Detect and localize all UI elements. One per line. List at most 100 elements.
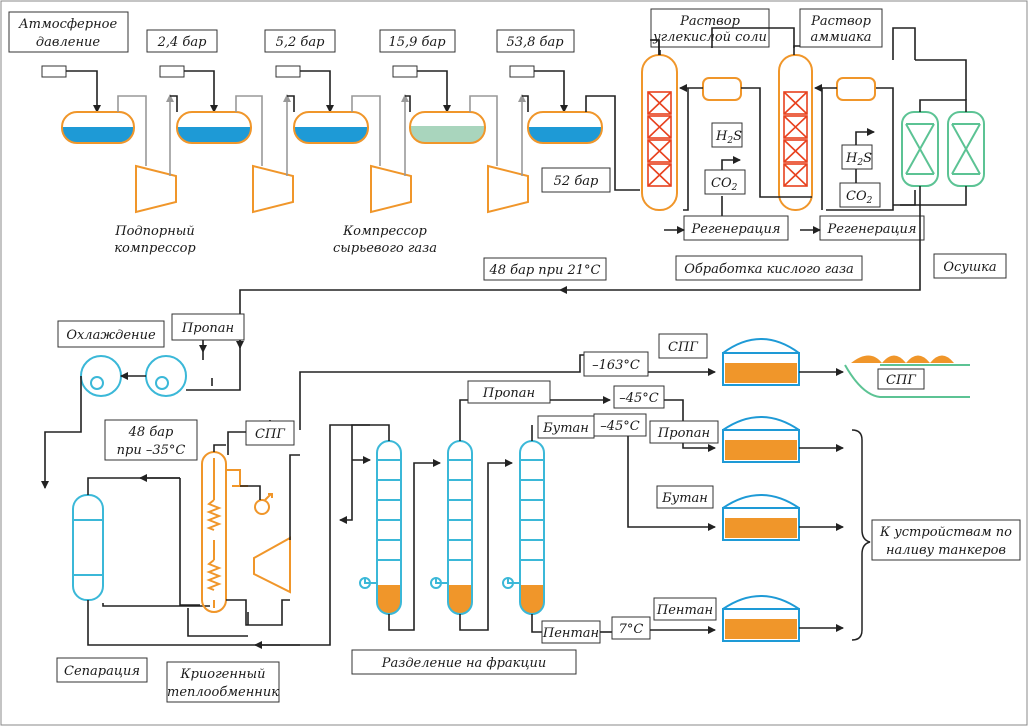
svg-text:Пропан: Пропан [657,426,710,441]
svg-text:теплообменник: теплообменник [167,685,279,700]
lng-ship: СПГ [844,355,970,398]
svg-text:Пропан: Пропан [181,321,234,336]
co2-vent-arrow-1 [721,156,741,170]
drying-label: Осушка [933,253,1007,279]
stage-lines [117,94,640,191]
tanker-brace [851,429,871,641]
separator [72,494,104,601]
solution-tank-2 [836,77,876,101]
propane-tank [722,416,800,463]
p52-box: 52 бар [541,167,611,193]
t45a-box: –45°C [613,385,665,409]
column-1 [359,440,402,615]
absorber-1 [641,39,678,211]
svg-text:углекислой соли: углекислой соли [652,30,767,45]
svg-text:H2S: H2S [715,129,742,146]
booster-label: Подпорный компрессор [114,224,196,256]
svg-text:Регенерация: Регенерация [690,222,780,237]
compressor-1 [135,164,177,214]
svg-text:Криогенный: Криогенный [180,667,266,682]
atm-pressure-label: Атмосферное давление [8,11,129,53]
cooler-2 [145,355,187,397]
svg-text:5,2 бар: 5,2 бар [276,35,325,50]
pentane-bottom-box: Пентан [541,620,601,644]
fractions-label: Разделение на фракции [351,649,577,675]
inlet-tags [41,65,568,113]
svg-text:Компрессор: Компрессор [342,224,427,239]
compressor-2 [252,164,294,214]
column-3 [502,440,545,615]
svg-text:аммиака: аммиака [811,30,872,45]
svg-text:СПГ: СПГ [886,373,916,388]
column-lines [339,399,542,633]
vessel-5 [527,111,603,144]
svg-text:15,9 бар: 15,9 бар [388,35,446,50]
column-2 [430,440,473,615]
pentane-tank-label: Пентан [653,597,717,621]
svg-text:СПГ: СПГ [255,427,285,442]
svg-text:Сепарация: Сепарация [64,664,140,679]
svg-text:48 бар при 21°C: 48 бар при 21°C [488,263,600,278]
svg-text:Подпорный: Подпорный [114,224,194,239]
svg-text:48 бар: 48 бар [128,425,174,440]
dryer-2 [947,111,985,187]
feed-compressor-label: Компрессор сырьевого газа [333,224,437,256]
cond48-box: 48 бар при 21°C [483,257,607,281]
dryer-lines [559,59,967,294]
co2-box-2: CO2 [839,182,881,208]
separation-label: Сепарация [56,657,148,683]
svg-text:давление: давление [36,35,100,50]
svg-text:2,4 бар: 2,4 бар [157,35,207,50]
acid-treatment-label: Обработка кислого газа [675,255,863,281]
svg-text:Бутан: Бутан [542,421,589,436]
svg-text:наливу танкеров: наливу танкеров [886,543,1006,558]
butane-tank [722,494,800,541]
ammonia-label: Раствор аммиака [799,8,883,48]
compressor-4 [487,164,529,214]
svg-text:Охлаждение: Охлаждение [66,328,156,343]
svg-text:сырьевого газа: сырьевого газа [333,241,437,256]
propane-tank-label: Пропан [649,420,719,444]
solution-tank-1 [702,77,742,101]
svg-text:Обработка кислого газа: Обработка кислого газа [684,262,854,277]
propane-top-box: Пропан [467,380,551,404]
svg-text:–45°C: –45°C [600,419,640,434]
h2s-vent-arrow-2 [855,128,875,145]
svg-text:Пентан: Пентан [656,603,713,618]
svg-text:Регенерация: Регенерация [826,222,916,237]
butane-tank-label: Бутан [656,485,714,509]
lng-label-1: СПГ [658,333,708,359]
pressure-box-1: 2,4 бар [146,29,218,53]
svg-text:СПГ: СПГ [668,340,698,355]
pentane-tank [722,595,800,642]
svg-text:Атмосферное: Атмосферное [18,17,118,32]
vessel-3 [293,111,369,144]
butane-top-box: Бутан [537,415,595,439]
regeneration-box-2: Регенерация [819,215,925,241]
propane-cooling-box: Пропан [171,313,245,341]
absorber-2 [778,54,813,211]
svg-text:Пентан: Пентан [542,626,599,641]
t45b-box: –45°C [593,413,647,437]
t163-box: –163°C [583,351,649,377]
svg-text:Осушка: Осушка [943,260,996,275]
svg-text:Раствор: Раствор [810,14,871,29]
lng-tank [722,338,800,386]
svg-text:Раствор: Раствор [679,14,740,29]
h2s-box-2: H2S [841,144,873,170]
cooling-label: Охлаждение [57,320,165,348]
svg-text:Бутан: Бутан [661,491,708,506]
cooling-lines [41,340,244,489]
vessel-2 [176,111,252,144]
compressor-3 [370,164,412,214]
dryer-1 [901,111,939,187]
svg-text:компрессор: компрессор [114,241,196,256]
cryogenic-heat-exchanger [201,451,291,613]
pressure-box-4: 53,8 бар [496,29,575,53]
tankers-label: К устройствам по наливу танкеров [871,519,1021,561]
vessel-1 [61,111,135,144]
svg-text:CO2: CO2 [711,176,738,193]
